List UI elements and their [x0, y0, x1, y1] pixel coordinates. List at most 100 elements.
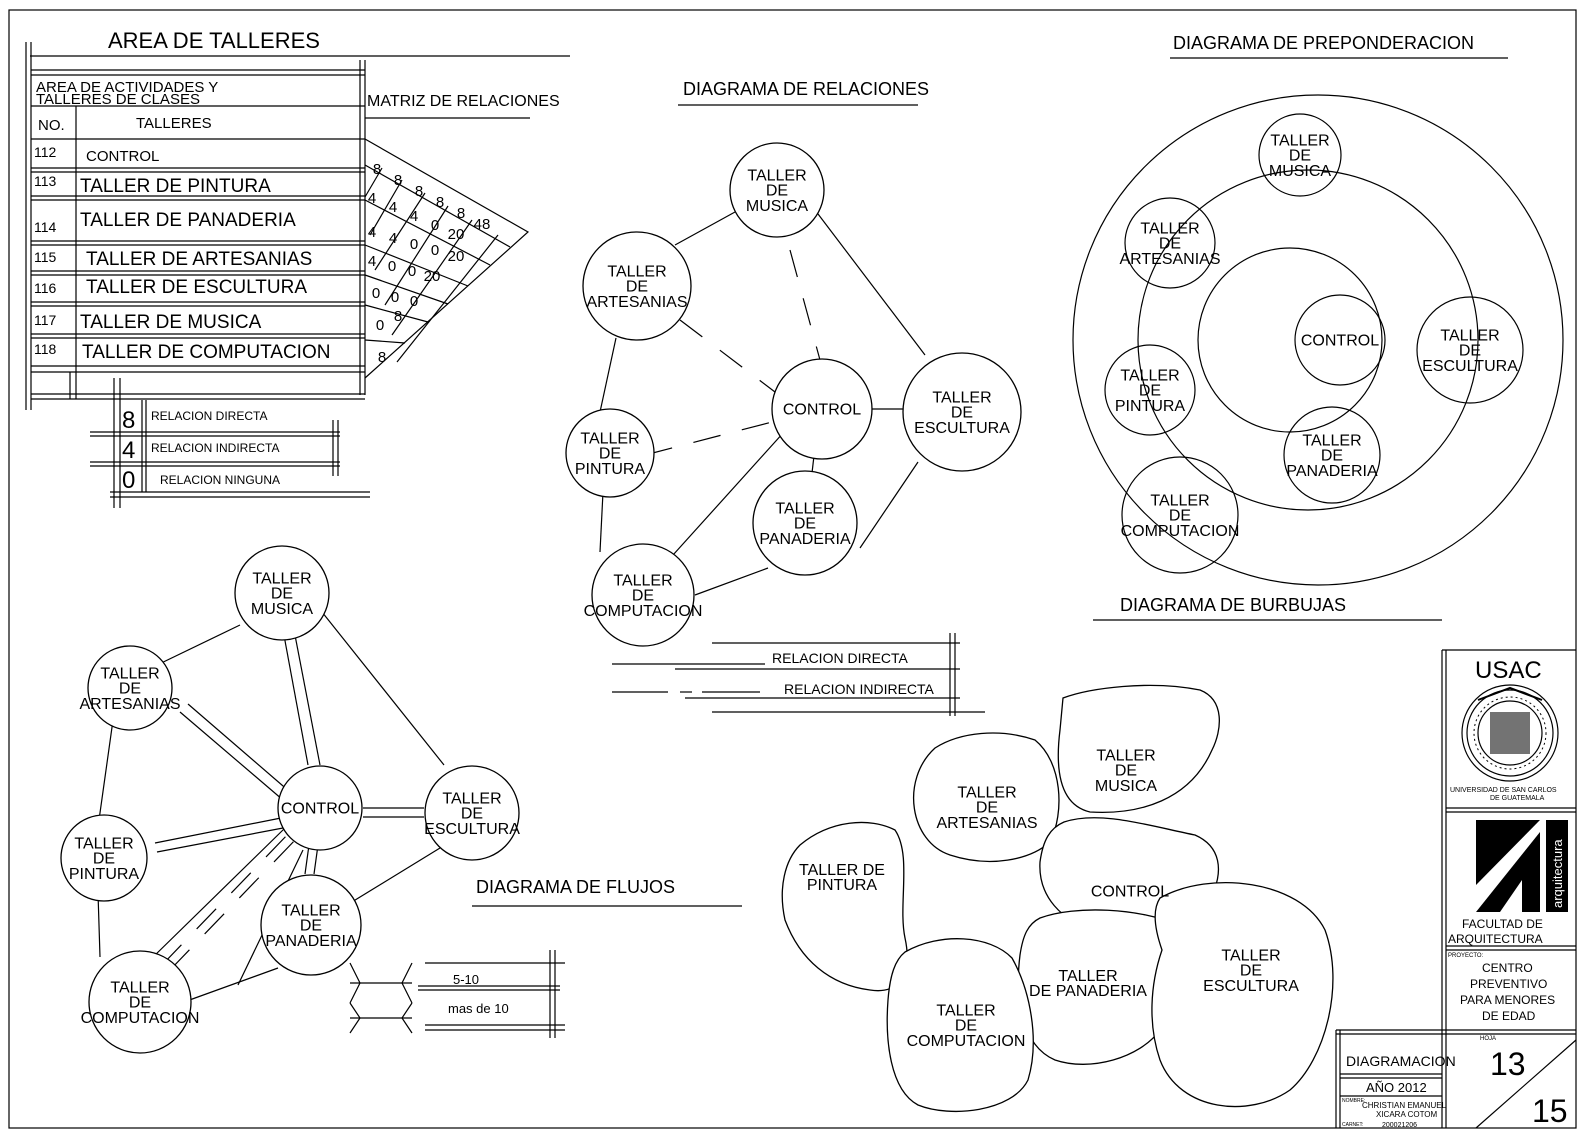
content-title: DIAGRAMACION — [1346, 1053, 1456, 1069]
rel-control-node — [771, 358, 873, 460]
rel-artesanias-label: DE — [626, 279, 648, 296]
title-block: USAC UNIVERSIDAD DE SAN CARLOS DE GUATEM… — [1335, 649, 1577, 1129]
matrix-cell: 8 — [394, 172, 402, 189]
flow-musica-label: DE — [271, 586, 293, 603]
bubble-pintura-shape — [781, 821, 908, 992]
carne-value: 200021206 — [1382, 1122, 1417, 1129]
project-line-4: DE EDAD — [1482, 1009, 1536, 1023]
flows-legend-low: 5-10 — [453, 972, 479, 987]
prep-control-node — [1294, 294, 1386, 386]
rel-computacion-label: COMPUTACION — [584, 603, 703, 620]
author-tag: NOMBRE: — [1342, 1098, 1365, 1104]
bubble-panaderia-shape — [1017, 909, 1185, 1065]
flow-escultura-label: ESCULTURA — [424, 821, 520, 838]
prep-escultura-node — [1416, 296, 1524, 404]
flow-panaderia-label: PANADERIA — [265, 933, 357, 950]
rel-panaderia-label: PANADERIA — [759, 531, 851, 548]
prep-musica-label: TALLER — [1270, 132, 1329, 149]
matrix-cell: 4 — [368, 253, 376, 270]
bubble-computacion-label: COMPUTACION — [907, 1033, 1026, 1050]
project-line-1: CENTRO — [1482, 961, 1533, 975]
preponderance-heading: DIAGRAMA DE PREPONDERACION — [1173, 33, 1474, 53]
legend-direct-label: RELACION DIRECTA — [772, 650, 909, 666]
rel-pintura-label: DE — [599, 446, 621, 463]
sheet-frame — [8, 9, 1577, 1129]
prep-pintura-label: PINTURA — [1115, 398, 1186, 415]
flows-heading: DIAGRAMA DE FLUJOS — [476, 877, 675, 897]
faculty-logo-text: arquitectura — [1550, 839, 1565, 908]
flow-panaderia-node — [260, 874, 362, 976]
prep-artesanias-label: DE — [1159, 236, 1181, 253]
flow-pintura-label: TALLER — [74, 835, 133, 852]
project-line-2: PREVENTIVO — [1470, 977, 1547, 991]
svg-text:TALLER DE ESCULTURA: TALLER DE ESCULTURA — [86, 277, 307, 298]
legend-label-direct: RELACION DIRECTA — [151, 409, 267, 423]
flow-artesanias-label: DE — [119, 681, 141, 698]
matrix-cell: 0 — [431, 242, 439, 259]
university-name: USAC — [1475, 657, 1542, 684]
sheet-title: AREA DE TALLERES — [108, 28, 320, 53]
faculty-line-1: FACULTAD DE — [1462, 917, 1543, 931]
rel-pintura-label: TALLER — [580, 430, 639, 447]
table-row: 118 TALLER DE COMPUTACION — [34, 341, 330, 363]
rel-artesanias-node — [582, 231, 692, 341]
legend-indirect-label: RELACION INDIRECTA — [784, 681, 935, 697]
prep-pintura-label: TALLER — [1120, 367, 1179, 384]
matrix-cell: 0 — [372, 285, 380, 302]
rel-control-label: CONTROL — [783, 402, 861, 419]
seal-caption-2: DE GUATEMALA — [1490, 795, 1545, 802]
matrix-cell: 20 — [448, 248, 465, 265]
prep-computacion-label: DE — [1169, 508, 1191, 525]
matrix-cell: 8 — [394, 308, 402, 325]
relations-nodes: TALLERDEMUSICATALLERDEARTESANIASCONTROLT… — [565, 142, 1022, 647]
flow-escultura-node — [424, 765, 520, 861]
rel-artesanias-label: TALLER — [607, 263, 666, 280]
matrix-cell: 8 — [415, 183, 423, 200]
svg-text:CONTROL: CONTROL — [86, 148, 159, 165]
matrix-heading: MATRIZ DE RELACIONES — [367, 93, 560, 110]
sheet-tag: HOJA — [1480, 1036, 1496, 1042]
svg-text:118: 118 — [34, 341, 57, 357]
flows-nodes: TALLERDEMUSICATALLERDEARTESANIASCONTROLT… — [60, 545, 520, 1054]
legend-value-indirect: 4 — [122, 437, 135, 464]
rel-artesanias-label: ARTESANIAS — [586, 294, 687, 311]
flow-computacion-label: DE — [129, 995, 151, 1012]
matrix-cell: 0 — [410, 236, 418, 253]
prep-escultura-label: DE — [1459, 343, 1481, 360]
rel-musica-label: TALLER — [747, 167, 806, 184]
svg-text:TALLER DE COMPUTACION: TALLER DE COMPUTACION — [82, 342, 330, 363]
table-col-name: TALLERES — [136, 115, 212, 132]
svg-text:112: 112 — [34, 144, 57, 160]
flow-escultura-label: DE — [461, 806, 483, 823]
flow-artesanias-node — [87, 645, 173, 731]
bubble-panaderia-label: TALLER — [1058, 968, 1117, 985]
bubble-musica-label: DE — [1115, 763, 1137, 780]
prep-artesanias-label: ARTESANIAS — [1119, 251, 1220, 268]
sheet-number: 13 — [1490, 1046, 1526, 1082]
legend-value-direct: 8 — [122, 407, 135, 434]
prep-artesanias-label: TALLER — [1140, 220, 1199, 237]
svg-text:TALLER DE PANADERIA: TALLER DE PANADERIA — [80, 210, 296, 231]
rel-panaderia-node — [752, 470, 858, 576]
rel-musica-node — [729, 142, 825, 238]
matrix-cell: 8 — [436, 194, 444, 211]
relations-legend: RELACION DIRECTA RELACION INDIRECTA — [612, 633, 985, 716]
rel-musica-label: DE — [766, 183, 788, 200]
svg-text:116: 116 — [34, 280, 57, 296]
table-caption-line2: TALLERES DE CLASES — [36, 91, 200, 108]
legend-label-indirect: RELACION INDIRECTA — [151, 441, 279, 455]
matrix-cell: 4 — [368, 224, 376, 241]
year-label: AÑO 2012 — [1366, 1080, 1427, 1095]
flow-panaderia-label: TALLER — [281, 902, 340, 919]
bubble-pintura-label: TALLER DE — [799, 862, 885, 879]
matrix-cell: 4 — [368, 190, 376, 207]
flow-computacion-label: COMPUTACION — [81, 1010, 200, 1027]
bubble-artesanias-label: TALLER — [957, 784, 1016, 801]
svg-text:117: 117 — [34, 312, 57, 328]
matrix-cell: 8 — [373, 161, 381, 178]
flow-escultura-label: TALLER — [442, 790, 501, 807]
bubble-musica-shape — [1057, 684, 1220, 814]
rel-panaderia-label: DE — [794, 516, 816, 533]
table-col-no: NO. — [38, 117, 65, 134]
